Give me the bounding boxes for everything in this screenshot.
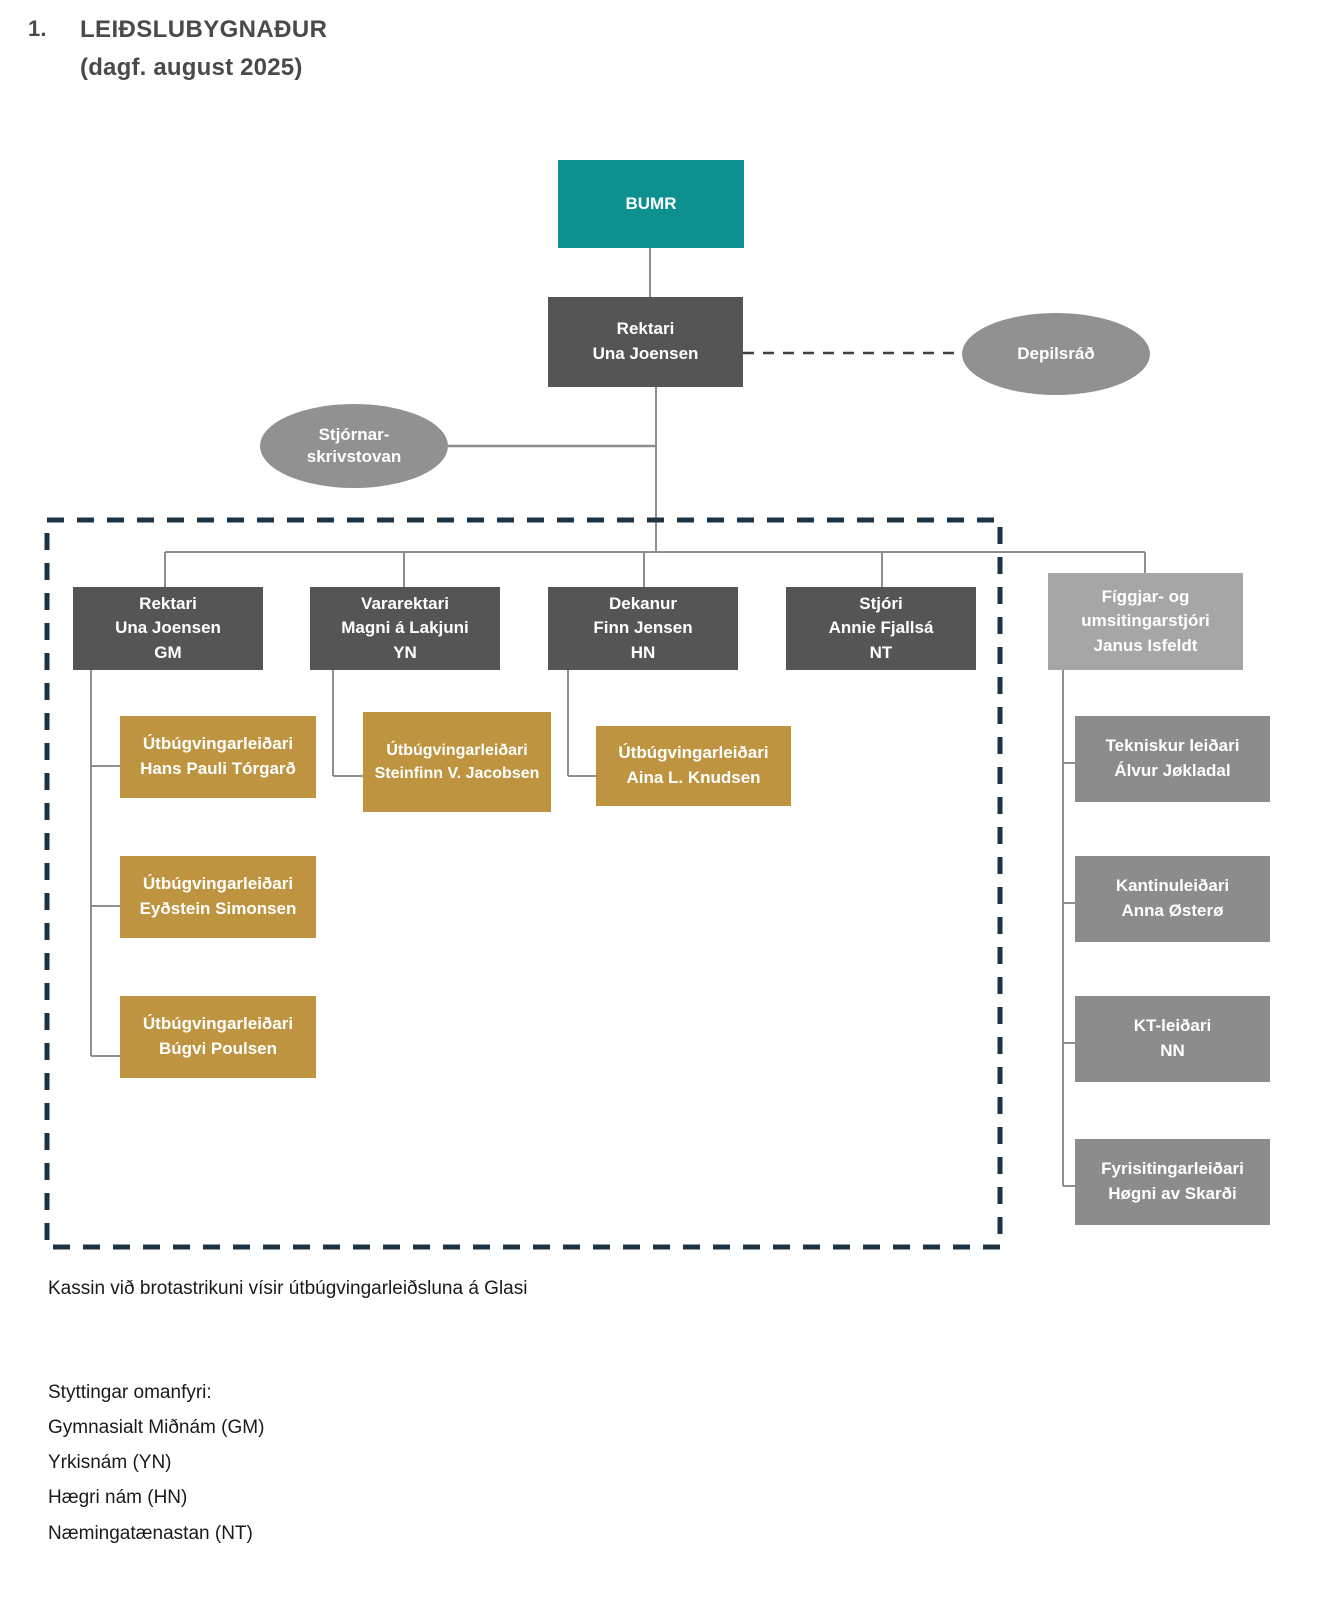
node-depilsrad[interactable]: Depilsráð: [962, 313, 1150, 395]
node-tekniskur-leidari-alvur-jokladal[interactable]: Tekniskur leiðari Álvur Jøkladal: [1075, 716, 1270, 802]
chart-caption: Kassin við brotastrikuni vísir útbúgving…: [48, 1278, 528, 1299]
admin-4-name: Høgni av Skarði: [1108, 1184, 1237, 1203]
admin-1-role: Tekniskur leiðari: [1105, 736, 1240, 756]
node-leader-stjori-nt-name: Annie Fjallsá: [828, 618, 934, 638]
admin-3-name: NN: [1160, 1041, 1185, 1060]
node-bumr[interactable]: BUMR: [558, 160, 744, 248]
node-utbugvingarleidari-aina-knudsen[interactable]: Útbúgvingarleiðari Aina L. Knudsen: [596, 726, 791, 806]
gold-5-role: Útbúgvingarleiðari: [618, 743, 769, 763]
gold-2-name: Eyðstein Simonsen: [139, 899, 297, 918]
node-leader-stjori-nt-code: NT: [869, 642, 893, 662]
node-leader-vararektari-yn-role: Vararektari: [361, 593, 449, 613]
node-bumr-line1: BUMR: [625, 193, 677, 213]
node-leader-rektari-gm-name: Una Joensen: [115, 618, 221, 638]
gold-1-role: Útbúgvingarleiðari: [142, 734, 294, 754]
node-figgjar-role-line2: umsitingarstjóri: [1081, 611, 1210, 631]
admin-2-role: Kantinuleiðari: [1115, 876, 1230, 896]
node-utbugvingarleidari-eydstein-simonsen[interactable]: Útbúgvingarleiðari Eyðstein Simonsen: [120, 856, 316, 938]
node-kantinuleidari-anna-ostero[interactable]: Kantinuleiðari Anna Østerø: [1075, 856, 1270, 942]
node-leader-vararektari-yn-code: YN: [393, 642, 417, 662]
connector-layer: [44, 247, 1146, 1250]
node-leader-stjori-nt[interactable]: Stjóri Annie Fjallsá NT: [786, 587, 976, 670]
node-leader-dekanur-hn-role: Dekanur: [608, 593, 678, 613]
node-leader-dekanur-hn[interactable]: Dekanur Finn Jensen HN: [548, 587, 738, 670]
node-leader-rektari-gm-role: Rektari: [139, 593, 197, 613]
node-utbugvingarleidari-bugvi-poulsen[interactable]: Útbúgvingarleiðari Búgvi Poulsen: [120, 996, 316, 1078]
node-stjornarskrivstovan-line2: skrivstovan: [306, 447, 402, 466]
node-stjornarskrivstovan-line1: Stjórnar-: [318, 424, 390, 444]
admin-2-name: Anna Østerø: [1121, 901, 1224, 920]
node-utbugvingarleidari-hans-pauli-torgard[interactable]: Útbúgvingarleiðari Hans Pauli Tórgarð: [120, 716, 316, 798]
legend-item-gm: Gymnasialt Miðnám (GM): [48, 1417, 265, 1439]
node-utbugvingarleidari-steinfinn-jacobsen[interactable]: Útbúgvingarleiðari Steinfinn V. Jacobsen: [363, 712, 551, 812]
admin-3-role: KT-leiðari: [1133, 1016, 1212, 1036]
legend-item-hn: Hægri nám (HN): [48, 1487, 188, 1509]
node-leader-vararektari-yn[interactable]: Vararektari Magni á Lakjuni YN: [310, 587, 500, 670]
node-rektari-top[interactable]: Rektari Una Joensen: [548, 297, 743, 387]
page-title: LEIÐSLUBYGNAÐUR: [80, 16, 328, 43]
node-leader-rektari-gm[interactable]: Rektari Una Joensen GM: [73, 587, 263, 670]
node-depilsrad-label: Depilsráð: [1017, 343, 1095, 363]
node-leader-dekanur-hn-name: Finn Jensen: [593, 618, 693, 638]
node-rektari-top-line1: Rektari: [616, 319, 675, 339]
abbreviations-legend: Styttingar omanfyri: Gymnasialt Miðnám (…: [48, 1375, 264, 1551]
admin-1-name: Álvur Jøkladal: [1114, 761, 1231, 780]
gold-4-name: Steinfinn V. Jacobsen: [374, 765, 540, 782]
node-fyrisitingarleidari-hogni-av-skardi[interactable]: Fyrisitingarleiðari Høgni av Skarði: [1075, 1139, 1270, 1225]
legend-item-nt: Næmingatænastan (NT): [48, 1522, 253, 1544]
gold-5-name: Aina L. Knudsen: [626, 768, 761, 787]
section-number: 1.: [28, 16, 47, 41]
gold-4-role: Útbúgvingarleiðari: [386, 741, 528, 759]
legend-heading: Styttingar omanfyri:: [48, 1382, 212, 1403]
node-stjornarskrivstovan[interactable]: Stjórnar- skrivstovan: [260, 404, 448, 488]
node-leader-dekanur-hn-code: HN: [630, 642, 656, 662]
node-leader-vararektari-yn-name: Magni á Lakjuni: [341, 618, 469, 638]
node-kt-leidari-nn[interactable]: KT-leiðari NN: [1075, 996, 1270, 1082]
page-subtitle: (dagf. august 2025): [80, 54, 303, 81]
gold-1-name: Hans Pauli Tórgarð: [140, 759, 296, 778]
gold-3-role: Útbúgvingarleiðari: [142, 1014, 294, 1034]
node-figgjar-role-line1: Fíggjar- og: [1101, 586, 1190, 606]
node-leader-rektari-gm-code: GM: [154, 642, 182, 662]
node-leader-stjori-nt-role: Stjóri: [859, 593, 903, 613]
org-chart: BUMR Rektari Una Joensen Depilsráð Stjór…: [44, 160, 1270, 1250]
node-figgjar-name: Janus Isfeldt: [1093, 635, 1198, 655]
gold-3-name: Búgvi Poulsen: [158, 1039, 278, 1058]
node-leader-figgjar-umsitingarstjori[interactable]: Fíggjar- og umsitingarstjóri Janus Isfel…: [1048, 573, 1243, 670]
node-rektari-top-line2: Una Joensen: [592, 344, 699, 363]
gold-2-role: Útbúgvingarleiðari: [142, 874, 294, 894]
legend-item-yn: Yrkisnám (YN): [48, 1452, 172, 1474]
admin-4-role: Fyrisitingarleiðari: [1101, 1159, 1244, 1179]
